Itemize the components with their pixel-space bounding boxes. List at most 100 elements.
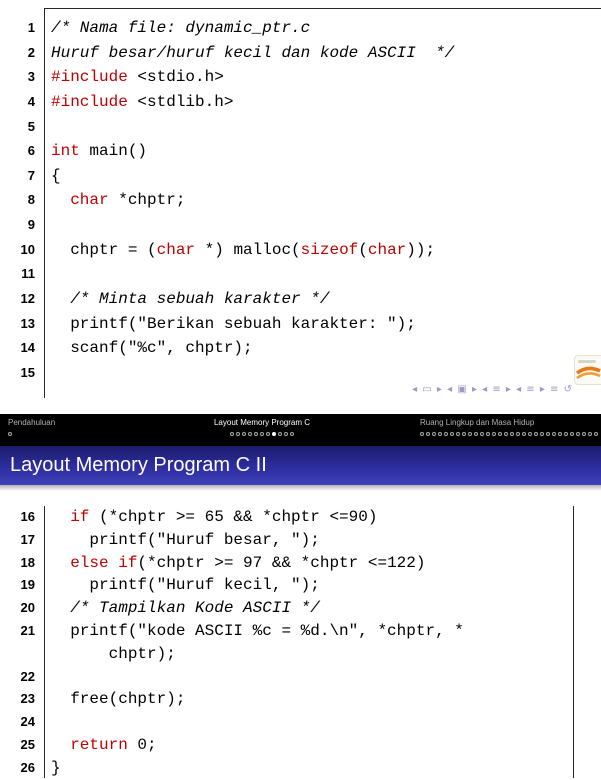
code-text: /* Minta sebuah karakter */ <box>70 290 330 309</box>
nav-dot[interactable] <box>456 432 460 436</box>
code-text: printf("kode ASCII %c = %d.\n", *chptr, … <box>51 621 464 640</box>
code-text <box>44 711 601 734</box>
nav-dot[interactable] <box>284 432 288 436</box>
nav-section-label[interactable]: Layout Memory Program C <box>213 418 311 427</box>
nav-dot[interactable] <box>492 432 496 436</box>
nav-dot[interactable] <box>468 432 472 436</box>
line-number: 11 <box>21 266 35 282</box>
nav-dot[interactable] <box>570 432 574 436</box>
code-text: else if(*chptr >= 97 && *chptr <=122) <box>70 553 426 572</box>
nav-dot[interactable] <box>462 432 466 436</box>
code-text: #include <stdlib.h> <box>51 92 234 111</box>
code-listing-bottom: 16 if (*chptr >= 65 && *chptr <=90)17 pr… <box>0 506 601 780</box>
nav-dot[interactable] <box>8 432 12 436</box>
nav-section-label[interactable]: Pendahuluan <box>8 418 56 427</box>
nav-dot[interactable] <box>540 432 544 436</box>
nav-dot[interactable] <box>242 432 246 436</box>
nav-dot[interactable] <box>444 432 448 436</box>
line-number: 21 <box>20 622 35 638</box>
line-number: 1 <box>27 20 35 35</box>
code-text: free(chptr); <box>51 690 186 709</box>
logo-graphic <box>575 360 601 380</box>
code-text: } <box>51 758 61 777</box>
line-number: 12 <box>20 291 35 307</box>
nav-dot[interactable] <box>588 432 592 436</box>
line-number: 20 <box>20 600 35 616</box>
code-line: 19 printf("Huruf kecil, "); <box>0 574 601 597</box>
code-line: 11 <box>0 262 601 287</box>
nav-dot[interactable] <box>420 432 424 436</box>
nav-dot[interactable] <box>528 432 532 436</box>
nav-dot[interactable] <box>504 432 508 436</box>
nav-dot[interactable] <box>546 432 550 436</box>
listing1-number-rule <box>44 8 45 398</box>
code-line: 8 char *chptr; <box>0 188 601 213</box>
nav-dot[interactable] <box>552 432 556 436</box>
nav-dot[interactable] <box>236 432 240 436</box>
code-text: printf("Berikan sebuah karakter: "); <box>51 314 416 333</box>
code-line: 5 <box>0 115 601 140</box>
line-number: 24 <box>20 714 35 730</box>
nav-dot[interactable] <box>534 432 538 436</box>
line-number: 23 <box>20 691 35 707</box>
line-number: 14 <box>20 340 35 356</box>
code-line: 13 printf("Berikan sebuah karakter: "); <box>0 312 601 337</box>
code-text: printf("Huruf kecil, "); <box>51 576 320 595</box>
line-number: 10 <box>20 241 35 257</box>
code-text: printf("Huruf besar, "); <box>51 530 320 549</box>
nav-dot[interactable] <box>278 432 282 436</box>
listing-frame-top-rule <box>44 8 601 9</box>
nav-dot[interactable] <box>498 432 502 436</box>
line-number: 22 <box>20 668 35 684</box>
nav-dot[interactable] <box>516 432 520 436</box>
nav-dot[interactable] <box>510 432 514 436</box>
nav-dot[interactable] <box>582 432 586 436</box>
code-text: chptr = (char *) malloc(sizeof(char)); <box>51 240 436 259</box>
line-number <box>0 643 44 666</box>
nav-section-pendahuluan[interactable]: Pendahuluan <box>8 418 55 436</box>
nav-dot[interactable] <box>432 432 436 436</box>
nav-dot[interactable] <box>558 432 562 436</box>
nav-dot[interactable] <box>290 432 294 436</box>
institution-logo <box>574 355 601 385</box>
nav-section-layout-memory[interactable]: Layout Memory Program C <box>152 418 372 436</box>
code-line: 9 <box>0 213 601 238</box>
code-text: /* Nama file: dynamic_ptr.c <box>51 19 311 37</box>
nav-dot[interactable] <box>522 432 526 436</box>
beamer-navigation-symbols[interactable]: ◂ ▭ ▸ ◂ ▣ ▸ ◂ ≡ ▸ ◂ ≡ ▸ ≡ ↺ <box>412 384 573 395</box>
nav-section-label[interactable]: Ruang Lingkup dan Masa Hidup <box>420 418 535 427</box>
beamer-headline: Pendahuluan Layout Memory Program C Ruan… <box>0 414 601 446</box>
code-line: 17 printf("Huruf besar, "); <box>0 529 601 552</box>
nav-dot[interactable] <box>474 432 478 436</box>
nav-dot[interactable] <box>594 432 598 436</box>
frame-title-shadow <box>0 485 601 491</box>
line-number: 7 <box>27 167 35 183</box>
code-line: 7{ <box>0 164 601 189</box>
line-number: 15 <box>20 364 35 380</box>
nav-dot[interactable] <box>266 432 270 436</box>
nav-dot[interactable] <box>576 432 580 436</box>
code-line: 25 return 0; <box>0 734 601 757</box>
code-line: 10 chptr = (char *) malloc(sizeof(char))… <box>0 238 601 263</box>
nav-dot[interactable] <box>230 432 234 436</box>
nav-dot[interactable] <box>248 432 252 436</box>
nav-dot[interactable] <box>450 432 454 436</box>
nav-section-ruang-lingkup[interactable]: Ruang Lingkup dan Masa Hidup <box>420 418 598 436</box>
line-number: 2 <box>27 44 35 60</box>
code-line: 18 else if(*chptr >= 97 && *chptr <=122) <box>0 552 601 575</box>
nav-dot[interactable] <box>486 432 490 436</box>
nav-dot-current[interactable] <box>272 432 276 436</box>
nav-dot[interactable] <box>564 432 568 436</box>
nav-dot[interactable] <box>426 432 430 436</box>
code-text <box>44 262 601 287</box>
nav-dot[interactable] <box>260 432 264 436</box>
code-line: 23 free(chptr); <box>0 688 601 711</box>
nav-dot[interactable] <box>480 432 484 436</box>
listing2-number-rule <box>44 506 45 778</box>
nav-dot[interactable] <box>438 432 442 436</box>
code-line: 16 if (*chptr >= 65 && *chptr <=90) <box>0 506 601 529</box>
nav-dot[interactable] <box>254 432 258 436</box>
code-text <box>44 115 601 140</box>
code-text: { <box>51 166 61 185</box>
